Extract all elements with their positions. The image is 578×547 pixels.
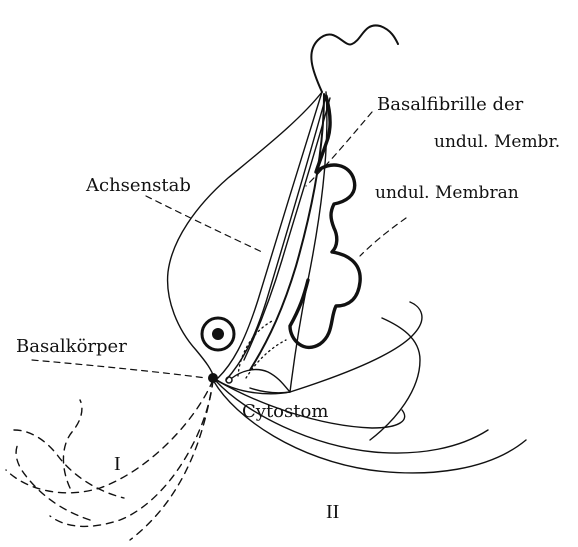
label-numeral-two: II <box>326 501 339 523</box>
label-basalkoerper: Basalkörper <box>16 336 127 357</box>
leader-achsenstab <box>146 196 262 252</box>
cytostome-dots-2 <box>246 340 286 378</box>
cytostome-outline <box>232 370 290 393</box>
label-achsenstab: Achsenstab <box>85 175 191 196</box>
leader-basalkoerper <box>32 360 206 378</box>
flagellum-i-d <box>63 400 82 488</box>
label-basalfibrille-line1: Basalfibrille der <box>377 94 524 115</box>
leader-undul-membran <box>360 218 406 256</box>
label-basalfibrille-line2: undul. Membr. <box>434 132 560 152</box>
label-numeral-one: I <box>114 453 121 475</box>
flagellum-i-e <box>16 444 90 520</box>
cell-body-outline <box>168 92 322 394</box>
undulating-membrane <box>290 96 360 347</box>
flagellum-i-a <box>6 380 213 493</box>
nucleolus <box>212 328 224 340</box>
label-undul-membran: undul. Membran <box>375 183 519 203</box>
anterior-flagellum <box>311 25 398 92</box>
flagellum-i-b <box>50 380 213 526</box>
flagellum-i-f <box>14 430 124 498</box>
label-cytostom: Cytostom <box>242 401 328 422</box>
